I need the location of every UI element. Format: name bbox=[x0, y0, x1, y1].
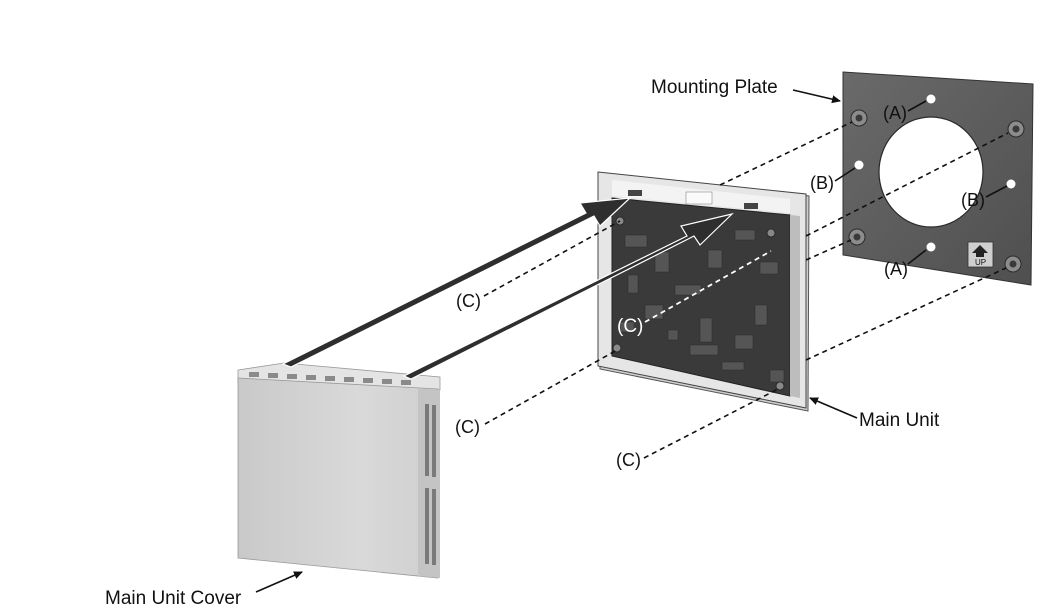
main-unit bbox=[597, 171, 810, 412]
label-main-unit: Main Unit bbox=[859, 410, 940, 431]
hole-a-top bbox=[926, 94, 936, 104]
screw-c-top-left bbox=[850, 109, 868, 127]
hole-a-bottom bbox=[926, 242, 936, 252]
mounting-plate: UP bbox=[842, 71, 1034, 286]
label-c-3: (C) bbox=[455, 417, 480, 437]
plate-center-hole bbox=[878, 116, 984, 228]
main-unit-screw-bottom-right bbox=[775, 381, 785, 391]
cover-insertion-arrows bbox=[281, 197, 734, 380]
up-marker: UP bbox=[967, 241, 994, 268]
main-unit-cover bbox=[237, 362, 441, 579]
main-unit-screw-top-right bbox=[766, 228, 776, 238]
leader-lines bbox=[255, 89, 1008, 593]
label-mounting-plate: Mounting Plate bbox=[651, 77, 778, 98]
screw-c-top-right bbox=[1007, 120, 1025, 138]
label-a-bottom: (A) bbox=[884, 259, 908, 279]
screw-c-bottom-right bbox=[1004, 255, 1022, 273]
label-c-4: (C) bbox=[616, 450, 641, 470]
up-marker-text: UP bbox=[975, 258, 986, 267]
up-arrow-icon bbox=[972, 245, 988, 257]
board-components bbox=[619, 229, 785, 383]
screw-c-bottom-left bbox=[848, 228, 866, 246]
insertion-arrow-lower bbox=[402, 212, 734, 380]
insertion-arrow-upper bbox=[281, 197, 632, 368]
screw-alignment-lines bbox=[483, 121, 1009, 459]
hole-b-right bbox=[1006, 179, 1016, 189]
label-b-left: (B) bbox=[810, 173, 834, 193]
cover-top-vents bbox=[249, 372, 411, 385]
label-main-unit-cover: Main Unit Cover bbox=[105, 588, 242, 609]
label-b-right: (B) bbox=[961, 190, 985, 210]
main-unit-screw-bottom-left bbox=[612, 343, 622, 353]
hole-b-left bbox=[854, 160, 864, 170]
cover-side-vents bbox=[425, 404, 436, 565]
label-c-1: (C) bbox=[456, 291, 481, 311]
label-c-2: (C) bbox=[617, 316, 643, 337]
label-a-top: (A) bbox=[883, 103, 907, 123]
